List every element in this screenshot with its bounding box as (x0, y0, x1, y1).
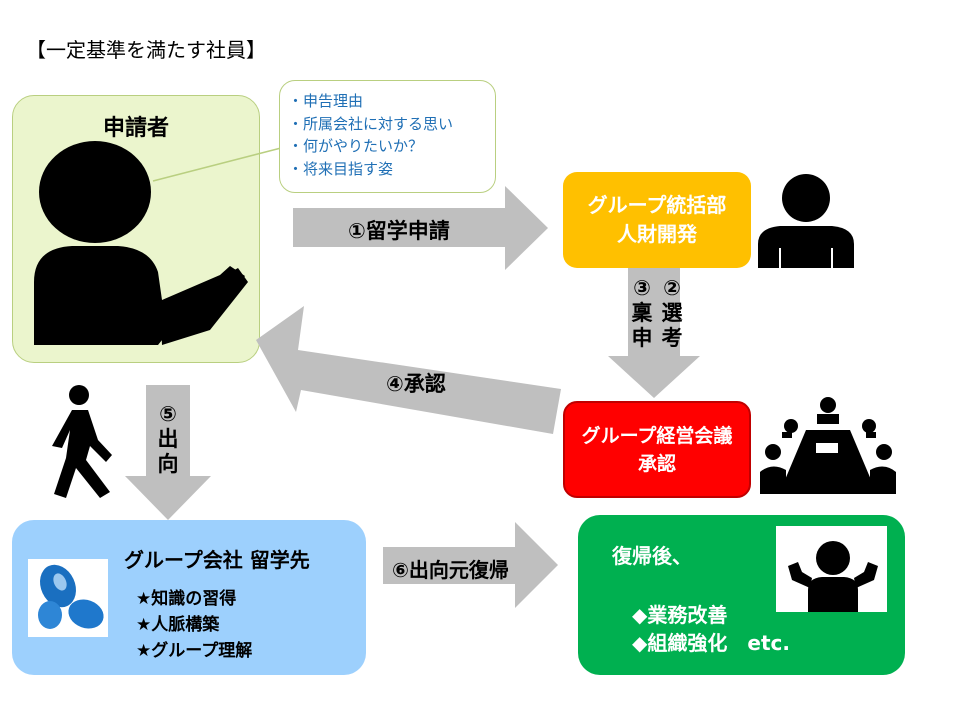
applicant-person-icon (34, 141, 248, 345)
hq-line2: 人財開発 (617, 222, 697, 246)
destination-title: グループ会社 留学先 (124, 548, 310, 572)
return-item: ◆組織強化 etc. (632, 631, 790, 655)
arrow-step6 (383, 522, 558, 608)
step3-number: ③ (633, 276, 651, 300)
arrow-step4 (256, 306, 561, 434)
step5-char2: 向 (157, 452, 179, 476)
step5-number: ⑤ (159, 402, 177, 426)
return-item: ◆業務改善 (632, 603, 728, 627)
walking-person-icon (52, 385, 112, 498)
step2-char2: 考 (661, 326, 683, 350)
council-line1: グループ経営会議 (581, 424, 733, 447)
hq-line1: グループ統括部 (587, 193, 727, 217)
step5-label: ⑤ 出 向 (155, 402, 181, 477)
flexing-person-icon (788, 541, 878, 612)
step2-char1: 選 (661, 301, 683, 325)
step3-char1: 稟 (631, 301, 653, 325)
destination-item: ★グループ理解 (136, 641, 253, 661)
thought-item: ・何がやりたいか？ (288, 137, 424, 155)
step2-number: ② (663, 276, 681, 300)
applicant-label: 申請者 (102, 116, 169, 141)
return-title: 復帰後、 (612, 544, 692, 568)
thought-item: ・申告理由 (288, 92, 364, 110)
thought-item: ・将来目指す姿 (288, 159, 394, 178)
thought-item: ・所属会社に対する思い (288, 114, 454, 133)
council-box: グループ経営会議 承認 (563, 401, 751, 498)
step3-char2: 申 (631, 326, 653, 350)
company-logo-icon (28, 559, 108, 637)
destination-item: ★知識の習得 (136, 589, 237, 609)
thought-bubble: ・申告理由 ・所属会社に対する思い ・何がやりたいか？ ・将来目指す姿 (279, 80, 496, 193)
step3-label: ③ 稟 申 (629, 276, 655, 351)
meeting-table-icon (760, 397, 896, 494)
bubble-pointer (152, 147, 282, 182)
council-line2: 承認 (637, 452, 676, 475)
step4-label: ④承認 (386, 372, 446, 396)
page-title: 【一定基準を満たす社員】 (26, 38, 266, 62)
step1-label: ①留学申請 (348, 219, 450, 243)
step5-char1: 出 (157, 427, 179, 451)
arrow-step1 (293, 186, 548, 270)
arrow-step2-3 (608, 268, 700, 398)
arrow-step5 (125, 385, 211, 520)
step2-label: ② 選 考 (659, 276, 685, 351)
hq-box: グループ統括部 人財開発 (563, 172, 751, 268)
step6-label: ⑥出向元復帰 (392, 558, 509, 582)
destination-item: ★人脈構築 (136, 615, 220, 635)
hq-person-icon (758, 174, 854, 268)
